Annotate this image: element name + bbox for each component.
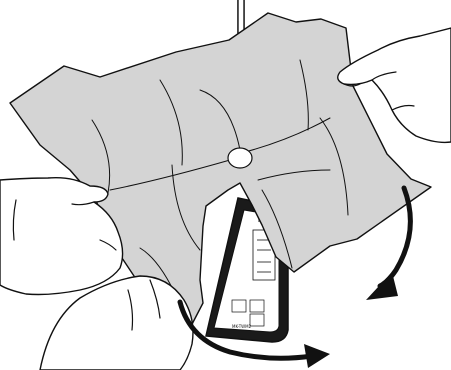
rotation-arrow-left-icon bbox=[366, 185, 413, 300]
lower-hand-icon bbox=[39, 275, 194, 370]
left-hand-icon bbox=[0, 176, 124, 296]
thermometer-device-icon: Blowing MK-TWM2 bbox=[205, 197, 289, 343]
meter-label-bottom: MK-TWM2 bbox=[232, 324, 252, 329]
cloth-icon bbox=[9, 12, 432, 341]
rotation-arrow-right-icon bbox=[177, 299, 330, 368]
right-hand-icon bbox=[337, 27, 451, 144]
